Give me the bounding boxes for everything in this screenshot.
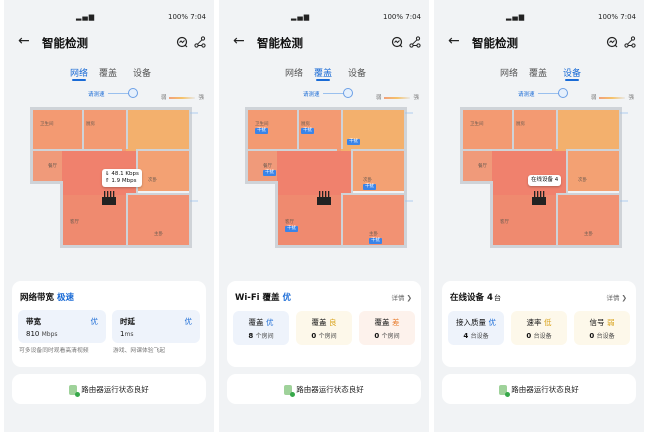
router-icon — [69, 385, 81, 397]
speed-tooltip: ⇓ 48.1 Kbps⇑ 1.9 Mbps — [102, 169, 142, 187]
speed-test-button[interactable]: 请测速 — [303, 92, 320, 98]
status-badge: 优 — [282, 293, 292, 303]
signal-box: 信号 弱 0 台设备 — [574, 311, 630, 345]
clock: 7:04 — [620, 13, 636, 21]
status-bar: ▂▄▆ 100% 7:04 — [4, 13, 214, 25]
bandwidth-card[interactable]: 网络带宽极速 带宽 优 810 Mbps 时延 优 1ms 可多设备同时观看高清… — [12, 281, 206, 367]
speed-test-icon[interactable] — [391, 36, 403, 48]
tab-devices[interactable]: 设备 — [563, 69, 582, 81]
app-header: ← 智能检测 — [4, 32, 214, 52]
battery-level: 100% — [168, 13, 189, 21]
floor-heatmap: 卫生间 厨房 餐厅 次卧 客厅 主卧 在线设备 4 — [458, 105, 631, 265]
router-icon — [284, 385, 296, 397]
status-badge: 极速 — [57, 293, 75, 303]
floor-plan-svg — [245, 107, 416, 248]
interference-tag: 干扰 — [347, 139, 360, 145]
floor-heatmap: 卫生间 厨房 餐厅 次卧 客厅 主卧 ⇓ 48.1 Kbps⇑ 1.9 Mbps — [28, 105, 201, 265]
interference-tag: 干扰 — [285, 226, 298, 232]
screen-devices: ▂▄▆ 100% 7:04 ← 智能检测 网络 覆盖 设备 请测速 弱强 — [434, 0, 644, 432]
app-header: ← 智能检测 — [219, 32, 429, 52]
coverage-good-box: 覆盖 优 8 个房间 — [233, 311, 289, 345]
tab-devices[interactable]: 设备 — [348, 69, 367, 79]
tab-network[interactable]: 网络 — [285, 69, 304, 79]
interference-tag: 干扰 — [301, 128, 314, 134]
page-title: 智能检测 — [257, 36, 303, 50]
speed-test-icon[interactable] — [606, 36, 618, 48]
status-bar: ▂▄▆ 100% 7:04 — [434, 13, 644, 25]
tab-coverage[interactable]: 覆盖 — [99, 69, 118, 79]
connection-line — [108, 93, 130, 94]
back-arrow-icon[interactable]: ← — [233, 33, 245, 49]
speed-test-icon[interactable] — [176, 36, 188, 48]
app-header: ← 智能检测 — [434, 32, 644, 52]
coverage-poor-box: 覆盖 差 0 个房间 — [359, 311, 415, 345]
topology-icon[interactable] — [194, 36, 206, 48]
router-icon — [499, 385, 511, 397]
router-status-card[interactable]: 路由器运行状态良好 — [442, 374, 636, 404]
screen-coverage: ▂▄▆ 100% 7:04 ← 智能检测 网络 覆盖 设备 请测速 弱强 — [219, 0, 429, 432]
latency-box: 时延 优 1ms — [112, 310, 200, 343]
globe-icon — [343, 88, 353, 98]
battery-level: 100% — [383, 13, 404, 21]
tab-coverage[interactable]: 覆盖 — [529, 69, 548, 79]
details-link[interactable]: 详情 ❯ — [606, 294, 627, 302]
clock: 7:04 — [190, 13, 206, 21]
tab-coverage[interactable]: 覆盖 — [314, 69, 333, 81]
coverage-fair-box: 覆盖 良 0 个房间 — [296, 311, 352, 345]
details-link[interactable]: 详情 ❯ — [391, 294, 412, 302]
topology-icon[interactable] — [624, 36, 636, 48]
tab-bar: 网络 覆盖 设备 — [4, 66, 214, 82]
speed-test-button[interactable]: 请测速 — [518, 92, 535, 98]
tab-network[interactable]: 网络 — [70, 69, 89, 81]
device-count: 4 — [487, 293, 493, 303]
clock: 7:04 — [405, 13, 421, 21]
bandwidth-box: 带宽 优 810 Mbps — [18, 310, 106, 343]
battery-level: 100% — [598, 13, 619, 21]
interference-tag: 干扰 — [369, 238, 382, 244]
globe-icon — [558, 88, 568, 98]
floor-heatmap: 卫生间 厨房 餐厅 次卧 客厅 主卧 干扰 干扰 干扰 干扰 干扰 干扰 干扰 — [243, 105, 416, 265]
router-status-card[interactable]: 路由器运行状态良好 — [12, 374, 206, 404]
connection-line — [323, 93, 345, 94]
router-status-card[interactable]: 路由器运行状态良好 — [227, 374, 421, 404]
signal-icon: ▂▄▆ — [291, 13, 311, 21]
tab-bar: 网络 覆盖 设备 — [434, 66, 644, 82]
floor-plan-svg — [30, 107, 201, 248]
back-arrow-icon[interactable]: ← — [18, 33, 30, 49]
interference-tag: 干扰 — [255, 128, 268, 134]
signal-icon: ▂▄▆ — [506, 13, 526, 21]
signal-legend: 弱强 — [160, 95, 204, 101]
speed-test-button[interactable]: 请测速 — [88, 92, 105, 98]
tab-devices[interactable]: 设备 — [133, 69, 152, 79]
rate-box: 速率 低 0 台设备 — [511, 311, 567, 345]
wifi-coverage-card[interactable]: Wi-Fi 覆盖优 详情 ❯ 覆盖 优 8 个房间 覆盖 良 0 个房间 覆盖 … — [227, 281, 421, 367]
interference-tag: 干扰 — [363, 184, 376, 190]
connection-line — [538, 93, 560, 94]
topology-icon[interactable] — [409, 36, 421, 48]
online-devices-tooltip: 在线设备 4 — [528, 175, 562, 186]
tab-network[interactable]: 网络 — [500, 69, 519, 79]
screen-network: ▂▄▆ 100% 7:04 ← 智能检测 网络 覆盖 设备 请测速 弱强 — [4, 0, 214, 432]
signal-legend: 弱强 — [375, 95, 419, 101]
status-bar: ▂▄▆ 100% 7:04 — [219, 13, 429, 25]
back-arrow-icon[interactable]: ← — [448, 33, 460, 49]
signal-legend: 弱强 — [590, 95, 634, 101]
page-title: 智能检测 — [42, 36, 88, 50]
access-quality-box: 接入质量 优 4 台设备 — [448, 311, 504, 345]
interference-tag: 干扰 — [263, 170, 276, 176]
tab-bar: 网络 覆盖 设备 — [219, 66, 429, 82]
page-title: 智能检测 — [472, 36, 518, 50]
globe-icon — [128, 88, 138, 98]
signal-icon: ▂▄▆ — [76, 13, 96, 21]
